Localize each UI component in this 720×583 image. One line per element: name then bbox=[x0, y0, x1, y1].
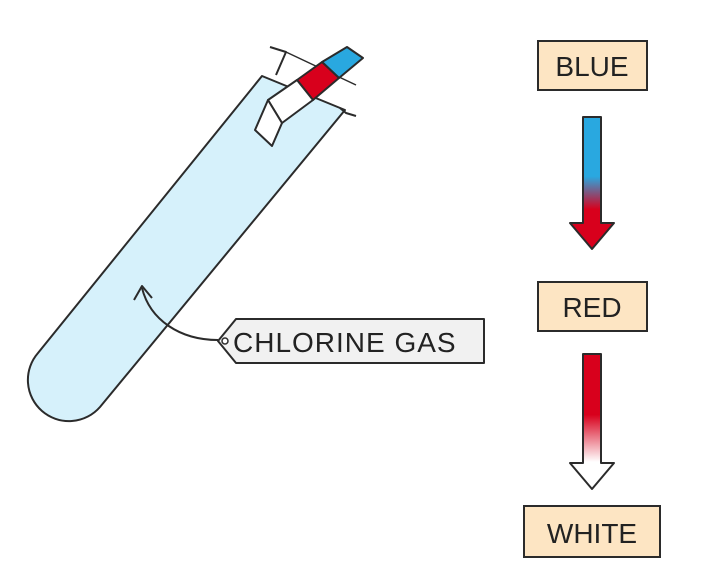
arrow-down-icon bbox=[569, 353, 615, 490]
stage-box-blue: BLUE bbox=[537, 40, 648, 91]
stage-box-red: RED bbox=[537, 281, 648, 332]
stage-label-red: RED bbox=[562, 292, 621, 323]
litmus-paper-icon bbox=[254, 46, 364, 147]
stage-label-white: WHITE bbox=[547, 518, 637, 549]
chlorine-gas-tag: CHLORINE GAS bbox=[217, 318, 485, 364]
stage-label-blue: BLUE bbox=[555, 51, 628, 82]
curved-pointer-arrow-icon bbox=[133, 285, 219, 341]
chlorine-gas-label: CHLORINE GAS bbox=[233, 327, 457, 358]
arrow-down-icon bbox=[569, 116, 615, 250]
stage-box-white: WHITE bbox=[523, 505, 661, 558]
